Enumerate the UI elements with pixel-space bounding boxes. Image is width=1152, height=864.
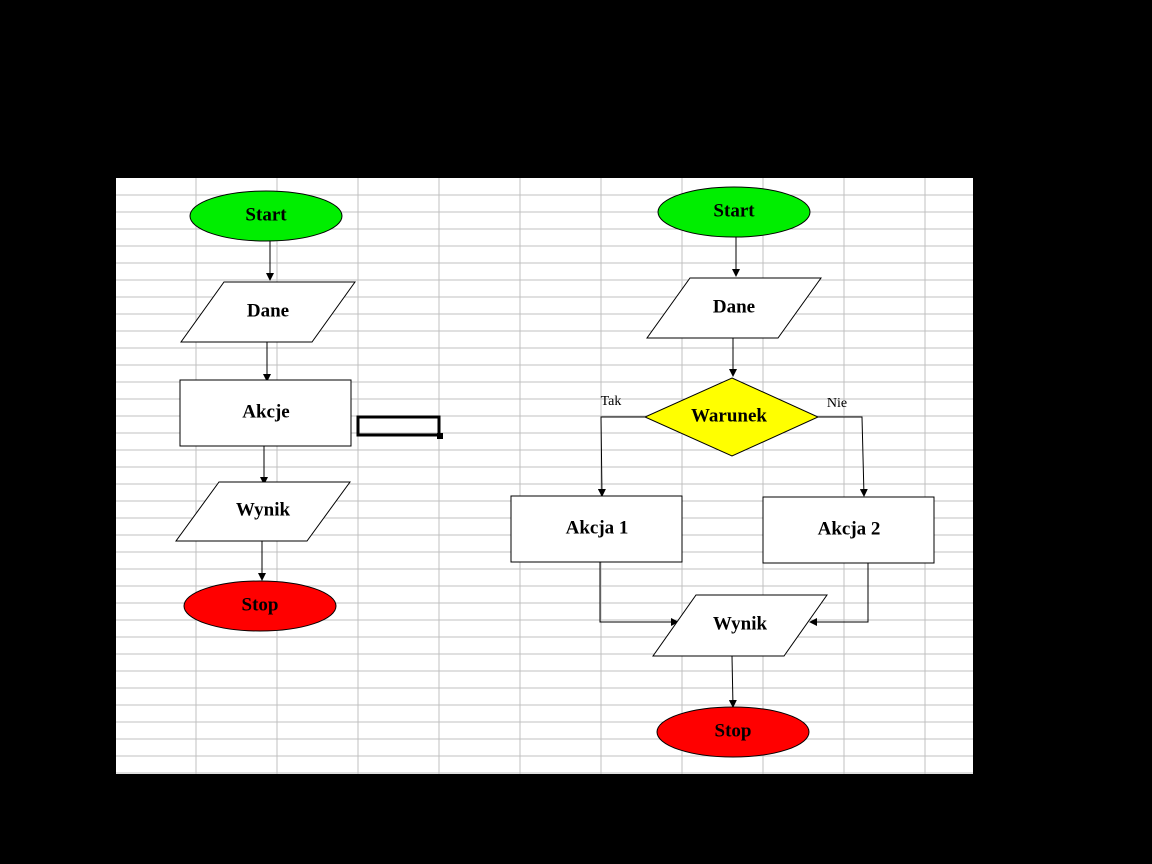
action2-label: Akcja 2 <box>818 518 881 539</box>
process-box[interactable]: Akcje <box>179 379 352 447</box>
action2-box[interactable]: Akcja 2 <box>762 496 935 564</box>
input-parallelogram-2[interactable]: Dane <box>646 277 822 339</box>
stop-label: Stop <box>715 720 752 741</box>
right-flowchart: Start Dane Warunek Tak Nie Akcja 1 Akcja… <box>510 186 935 758</box>
fill-handle[interactable] <box>437 433 443 439</box>
decision-shape <box>643 377 820 457</box>
decision-diamond[interactable]: Warunek <box>643 377 820 457</box>
input-shape <box>646 277 822 339</box>
input-parallelogram[interactable]: Dane <box>180 281 356 343</box>
input-shape <box>180 281 356 343</box>
output-shape <box>175 481 351 542</box>
no-label: Nie <box>827 396 847 411</box>
start-label: Start <box>713 200 755 221</box>
start-terminal[interactable]: Start <box>189 190 343 242</box>
left-flowchart: Start Dane Akcje Wynik Stop <box>175 190 356 632</box>
action1-shape <box>510 495 683 563</box>
output-label: Wynik <box>236 499 291 520</box>
stop-terminal[interactable]: Stop <box>183 580 337 632</box>
decision-label: Warunek <box>691 405 767 426</box>
input-label: Dane <box>713 296 755 317</box>
start-shape <box>189 190 343 242</box>
action2-shape <box>762 496 935 564</box>
start-terminal-2[interactable]: Start <box>657 186 811 238</box>
stop-shape <box>656 706 810 758</box>
selected-cell[interactable] <box>356 415 441 437</box>
start-label: Start <box>245 204 287 225</box>
start-shape <box>657 186 811 238</box>
cell-grid <box>116 178 973 774</box>
action1-label: Akcja 1 <box>566 517 629 538</box>
stop-terminal-2[interactable]: Stop <box>656 706 810 758</box>
output-parallelogram[interactable]: Wynik <box>175 481 351 542</box>
spreadsheet-area <box>116 178 973 774</box>
output-label: Wynik <box>713 613 768 634</box>
output-parallelogram-2[interactable]: Wynik <box>652 594 828 657</box>
action1-box[interactable]: Akcja 1 <box>510 495 683 563</box>
yes-label: Tak <box>601 394 622 409</box>
process-shape <box>179 379 352 447</box>
stop-shape <box>183 580 337 632</box>
process-label: Akcje <box>242 401 289 422</box>
stop-label: Stop <box>242 594 279 615</box>
output-shape <box>652 594 828 657</box>
input-label: Dane <box>247 300 289 321</box>
